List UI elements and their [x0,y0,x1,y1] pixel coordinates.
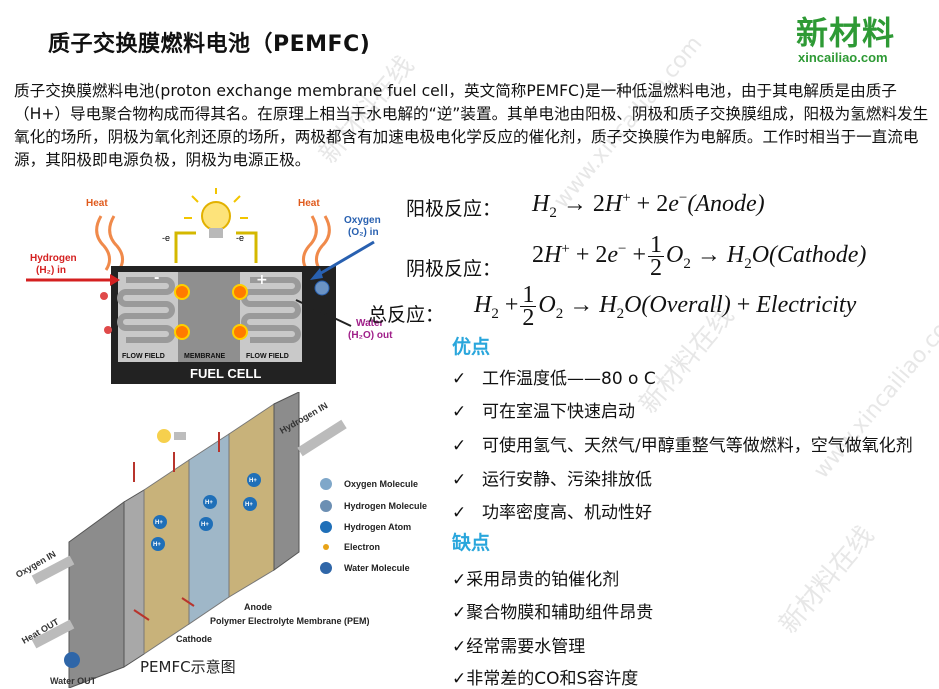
check-icon: ✓ [452,669,467,689]
list-item: ✓工作温度低——80 o C [452,369,656,389]
heat-label-left: Heat [86,198,108,209]
electron-label-left: -e [162,233,170,243]
watermark: 新材料在线 [773,520,881,640]
flow-arrows [133,432,220,621]
light-bulb-icon [184,188,248,238]
list-item: ✓运行安静、污染排放低 [452,470,652,490]
heat-outlet-pipe [31,619,75,649]
water-out-label: Water OUT [50,676,97,686]
list-item: ✓可在室温下快速启动 [452,402,635,422]
list-item: ✓非常差的CO和S容许度 [452,669,639,689]
minus-terminal: - [154,271,159,286]
ion-label: H+ [153,542,161,548]
legend-swatch [320,500,332,512]
pem-label: Polymer Electrolyte Membrane (PEM) [210,616,370,626]
hydrogen-in-formula: (H₂) in [36,265,66,276]
list-item: ✓功率密度高、机动性好 [452,503,652,523]
ion-label: H+ [245,502,253,508]
list-item: ✓可使用氢气、天然气/甲醇重整气等做燃料，空气做氧化剂 [452,436,913,456]
ion-label: H+ [249,478,257,484]
overall-reaction-label: 总反应： [368,304,445,326]
check-icon: ✓ [452,436,467,456]
list-item: ✓经常需要水管理 [452,637,586,657]
hydrogen-in-label: Hydrogen [30,253,77,264]
water-out-formula: (H₂O) out [348,330,393,341]
legend-swatch [320,478,332,490]
legend: Oxygen Molecule Hydrogen Molecule Hydrog… [320,478,427,574]
check-icon: ✓ [452,570,467,590]
ion-label: H+ [201,522,209,528]
heat-wave-icon [95,215,331,271]
anode-label: Anode [244,602,272,612]
light-bulb-icon [157,429,186,443]
flow-field-left-label: FLOW FIELD [122,353,165,360]
electron-label-right: -e [236,233,244,243]
legend-swatch [320,562,332,574]
reaction-burst-icon [174,284,248,340]
list-item: ✓聚合物膜和辅助组件昂贵 [452,603,654,623]
legend-label: Water Molecule [344,563,410,573]
water-arrow-icon [295,299,352,327]
anode-reaction-label: 阳极反应： [406,198,502,220]
logo: 新材料 xincailiao.com [792,8,918,74]
list-item: ✓采用昂贵的铂催化剂 [452,570,620,590]
pemfc-stack-diagram: H+ H+ H+ H+ H+ H+ Oxygen IN Heat OUT Hyd… [14,392,427,688]
fuel-cell-label: FUEL CELL [190,366,261,381]
legend-label: Electron [344,542,380,552]
advantages-title: 优点 [452,336,491,358]
water-out-label: Water [356,318,384,329]
check-icon: ✓ [452,503,467,523]
check-icon: ✓ [452,637,467,657]
oxygen-in-label: Oxygen [344,215,381,226]
oxygen-arrow-icon [310,240,375,280]
ion-label: H+ [205,500,213,506]
legend-label: Hydrogen Atom [344,522,411,532]
page-title: 质子交换膜燃料电池（PEMFC) [48,32,371,57]
oxygen-in-formula: (O₂) in [348,227,379,238]
membrane-label: MEMBRANE [184,353,226,360]
intro-paragraph: 质子交换膜燃料电池(proton exchange membrane fuel … [14,82,929,169]
logo-url: xincailiao.com [798,50,888,65]
figure-caption: PEMFC示意图 [140,658,236,676]
cathode-reaction-label: 阴极反应： [406,258,502,280]
legend-label: Oxygen Molecule [344,479,418,489]
ion-markers [151,473,261,551]
cathode-label: Cathode [176,634,212,644]
hydrogen-arrow-icon [26,274,120,286]
oxygen-inlet-pipe [31,555,75,585]
logo-text: 新材料 [796,14,896,52]
check-icon: ✓ [452,603,467,623]
legend-swatch [320,521,332,533]
fuel-cell-diagram: -e -e Heat Heat - + FLOW FIELD MEMBRANE … [26,188,393,384]
legend-label: Hydrogen Molecule [344,501,427,511]
hydrogen-inlet-pipe [297,419,347,457]
disadvantages-title: 缺点 [452,532,491,554]
flow-field-right-label: FLOW FIELD [246,353,289,360]
heat-label-right: Heat [298,198,320,209]
check-icon: ✓ [452,402,467,422]
legend-swatch [323,544,329,550]
check-icon: ✓ [452,369,467,389]
anode-equation: H2 → 2H+ + 2e−(Anode) [532,190,765,221]
plus-terminal: + [256,272,268,288]
check-icon: ✓ [452,470,467,490]
ion-label: H+ [155,520,163,526]
